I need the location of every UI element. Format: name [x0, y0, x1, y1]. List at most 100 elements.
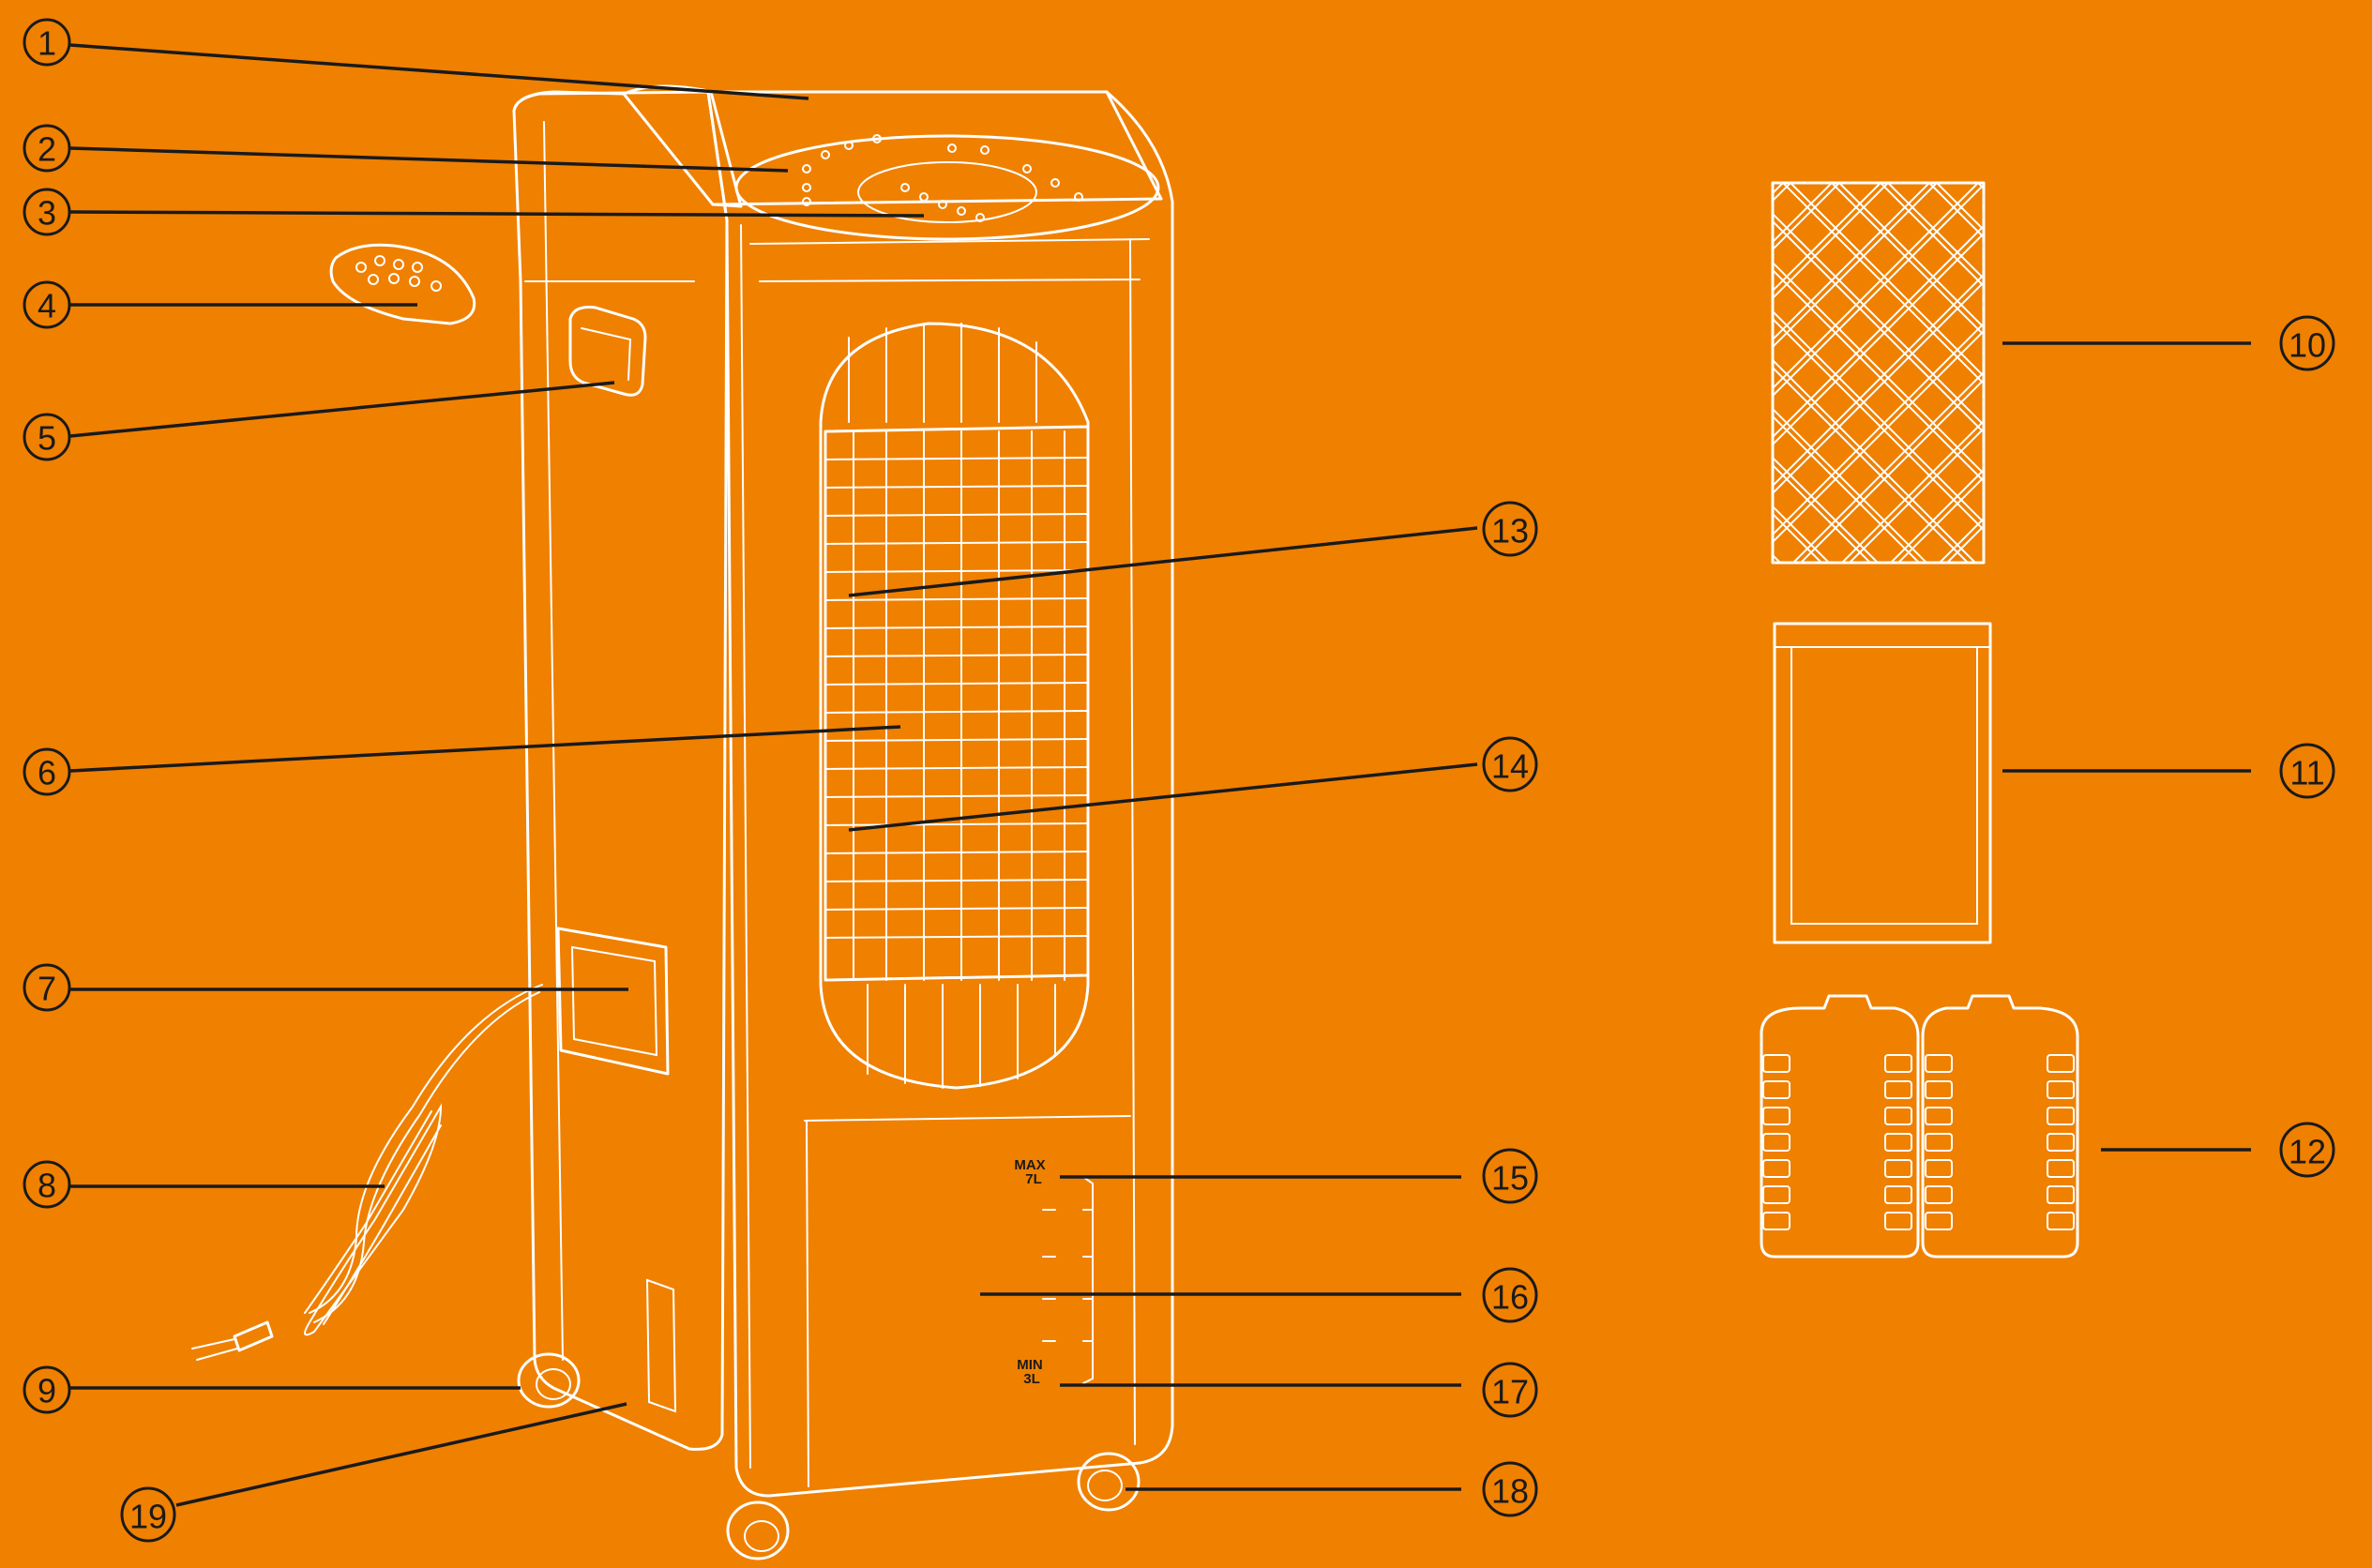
- pad-lattice-line: [1264, 183, 1644, 563]
- pad-lattice-line: [1539, 183, 1919, 563]
- ice-box-ridge: [2047, 1186, 2074, 1203]
- callout-8-number: 8: [38, 1167, 56, 1205]
- callout-markers: 1 2 3 4 5 6 7 8 9 10 11 12 13 14 15 16 1…: [24, 20, 2334, 1541]
- ice-box-ridge: [2047, 1055, 2074, 1072]
- callout-2-number: 2: [38, 130, 56, 169]
- callout-15-number: 15: [1491, 1159, 1529, 1198]
- ice-box-ridge: [1763, 1213, 1790, 1229]
- pad-lattice-line: [1734, 183, 2114, 563]
- pad-lattice-line: [1588, 183, 1968, 563]
- ice-box-ridge: [1763, 1081, 1790, 1098]
- pad-lattice-line: [2271, 183, 2372, 563]
- pad-lattice-line: [1452, 183, 1832, 563]
- callout-15: 15: [1484, 1150, 1536, 1202]
- pad-lattice-line: [1850, 183, 2229, 563]
- pad-lattice-line: [1839, 183, 2219, 563]
- callout-14-number: 14: [1491, 747, 1529, 786]
- callout-8: 8: [24, 1162, 69, 1207]
- pad-lattice-line: [1411, 183, 1790, 563]
- ice-box-ridge: [2047, 1160, 2074, 1177]
- pad-lattice-line: [1654, 183, 2034, 563]
- callout-7: 7: [24, 965, 69, 1010]
- pad-lattice-line: [1644, 183, 2024, 563]
- pad-lattice-line: [2076, 183, 2372, 563]
- ice-box-ridge: [1885, 1186, 1911, 1203]
- ice-box-ridge: [1885, 1055, 1911, 1072]
- pad-lattice-line: [1362, 183, 1742, 563]
- casters: [519, 1354, 1139, 1559]
- pad-lattice-line: [1937, 183, 2317, 563]
- callout-18-number: 18: [1491, 1472, 1529, 1511]
- ice-box-ridge: [1763, 1160, 1790, 1177]
- callout-13: 13: [1484, 503, 1536, 555]
- ice-box-ridge: [1763, 1108, 1790, 1124]
- callout-leaders: [70, 45, 2251, 1505]
- ice-box-ridge: [1763, 1134, 1790, 1151]
- pad-lattice-line: [1400, 183, 1780, 563]
- pad-lattice-line: [1752, 183, 2132, 563]
- callout-13-number: 13: [1491, 512, 1529, 550]
- pad-lattice-line: [1842, 183, 2222, 563]
- callout-9-number: 9: [38, 1372, 56, 1410]
- ice-box-ridge: [1926, 1108, 1952, 1124]
- ice-box-ridge: [1885, 1160, 1911, 1177]
- pad-lattice-line: [1637, 183, 2017, 563]
- pad-lattice-line: [1498, 183, 1878, 563]
- ice-box-ridge: [1926, 1134, 1952, 1151]
- top-cover: [514, 92, 741, 206]
- pad-lattice-line: [1606, 183, 1986, 563]
- pad-lattice-line: [1159, 183, 1539, 563]
- max-volume: 7L: [1025, 1171, 1042, 1187]
- pad-lattice-line: [1547, 183, 1926, 563]
- callout-17: 17: [1484, 1364, 1536, 1416]
- pad-lattice-line: [1216, 183, 1595, 563]
- callout-6-number: 6: [38, 754, 56, 792]
- pad-lattice-line: [2181, 183, 2372, 563]
- pad-lattice-line: [1403, 183, 1783, 563]
- pad-lattice-line: [1745, 183, 2124, 563]
- pad-lattice-line: [2027, 183, 2372, 563]
- pad-lattice-line: [1354, 183, 1734, 563]
- callout-16: 16: [1484, 1269, 1536, 1321]
- ice-box-ridge: [1926, 1186, 1952, 1203]
- pad-lattice-line: [1490, 183, 1870, 563]
- callout-9: 9: [24, 1367, 69, 1412]
- pad-lattice-line: [2173, 183, 2372, 563]
- pad-lattice-line: [1393, 183, 1773, 563]
- air-cooler-unit: MAX 7L MIN 3L: [192, 86, 1172, 1559]
- pad-lattice-line: [1313, 183, 1693, 563]
- pad-lattice-line: [1742, 183, 2122, 563]
- water-level-gauge: MAX 7L MIN 3L: [1014, 1157, 1093, 1387]
- callout-1-number: 1: [38, 24, 56, 63]
- ice-box-ridge: [1885, 1134, 1911, 1151]
- pad-lattice-line: [2132, 183, 2372, 563]
- callout-6: 6: [24, 749, 69, 794]
- callout-1: 1: [24, 20, 69, 65]
- ice-box-ridge: [1885, 1213, 1911, 1229]
- ice-box-ridge: [1885, 1081, 1911, 1098]
- pad-lattice-line: [1881, 183, 2260, 563]
- pad-lattice-line: [1508, 183, 1888, 563]
- pad-lattice-line: [1891, 183, 2271, 563]
- pad-lattice-line: [1703, 183, 2083, 563]
- pad-lattice-line: [1167, 183, 1547, 563]
- ice-box-ridge: [1885, 1108, 1911, 1124]
- pad-lattice-line: [1888, 183, 2268, 563]
- pad-lattice-line: [1685, 183, 2065, 563]
- pad-lattice-line: [2327, 183, 2372, 563]
- pad-lattice-line: [1208, 183, 1588, 563]
- pad-lattice-line: [1940, 183, 2319, 563]
- pad-lattice-line: [2083, 183, 2372, 563]
- pad-lattice-line: [1783, 183, 2163, 563]
- ice-box-ridge: [1926, 1213, 1952, 1229]
- pad-lattice-line: [1549, 183, 1929, 563]
- pad-lattice-line: [1598, 183, 1978, 563]
- pad-lattice-line: [1696, 183, 2076, 563]
- ice-box-ridge: [2047, 1134, 2074, 1151]
- ice-boxes: [1761, 996, 2077, 1257]
- ice-box-ridge: [2047, 1081, 2074, 1098]
- callout-16-number: 16: [1491, 1278, 1529, 1317]
- pad-lattice-line: [1557, 183, 1937, 563]
- remote-control: [331, 245, 475, 324]
- callout-18: 18: [1484, 1463, 1536, 1515]
